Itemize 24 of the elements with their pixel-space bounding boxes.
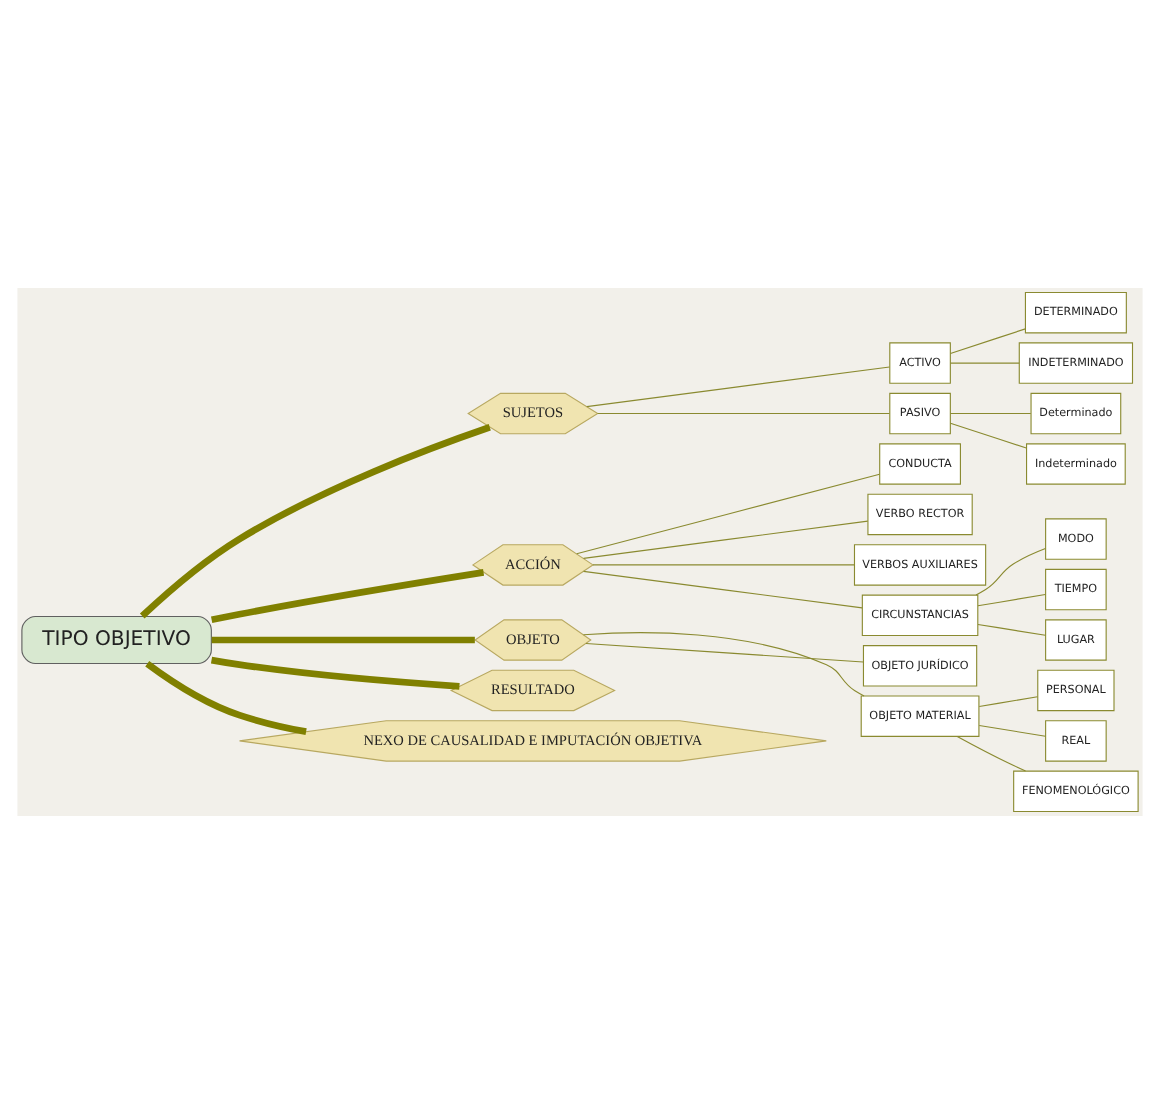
node-box: TIPO OBJETIVO bbox=[21, 615, 212, 665]
connector bbox=[975, 547, 1046, 596]
connector bbox=[145, 661, 307, 735]
connector bbox=[139, 424, 491, 619]
connector bbox=[211, 636, 475, 644]
connector bbox=[978, 725, 1046, 737]
connector bbox=[585, 642, 864, 663]
connector bbox=[210, 656, 460, 690]
connector bbox=[978, 696, 1039, 708]
connector bbox=[949, 362, 1020, 364]
connector bbox=[949, 413, 1032, 415]
connector bbox=[977, 593, 1046, 607]
connector bbox=[597, 413, 891, 415]
connector bbox=[582, 632, 865, 697]
connector bbox=[977, 623, 1046, 636]
connector bbox=[956, 735, 1027, 772]
connector bbox=[210, 569, 485, 623]
connector bbox=[949, 328, 1026, 355]
connector bbox=[586, 366, 891, 408]
connector bbox=[583, 570, 863, 609]
connector bbox=[583, 520, 869, 559]
connector bbox=[592, 564, 855, 566]
connector bbox=[576, 473, 881, 555]
connector bbox=[949, 422, 1027, 449]
